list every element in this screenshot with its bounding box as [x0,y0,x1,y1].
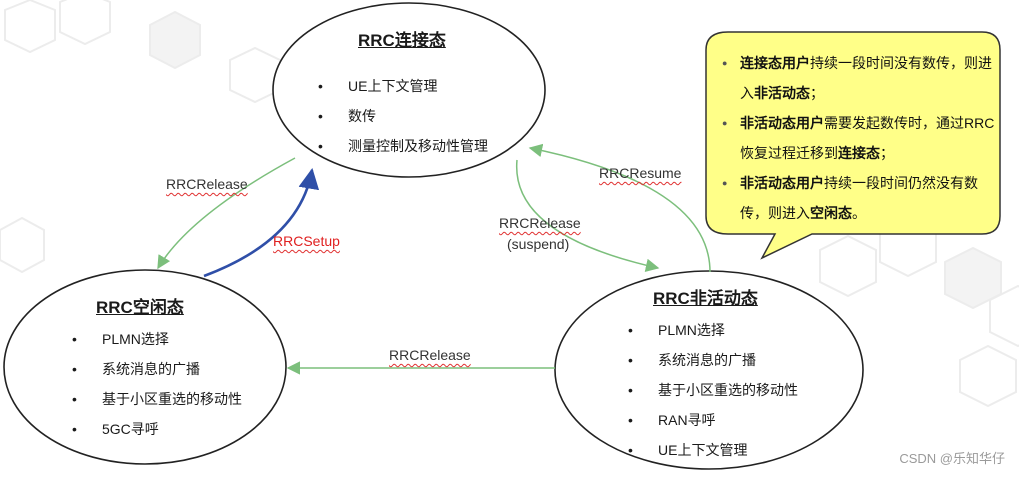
callout-bold-text: 非活动态 [754,85,810,101]
arrow-idle-to-connected [203,167,320,278]
label-connected-to-idle: RRCRelease [166,176,248,192]
label-inactive-to-connected: RRCResume [599,165,682,181]
watermark: CSDN @乐知华仔 [899,451,1005,466]
list-item: 5GC寻呼 [72,414,242,444]
callout-bold-text: 连接态 [838,145,880,161]
idle-state-title: RRC空闲态 [96,298,184,317]
arrow-connected-to-inactive [516,159,660,272]
list-item: 测量控制及移动性管理 [318,131,488,161]
label-idle-to-connected: RRCSetup [273,233,340,249]
callout-text: 持续一段时间没有数传，则进入 [740,55,992,101]
connected-state-title: RRC连接态 [358,31,446,50]
callout-text: 需要发起数传时，通过RRC恢复过程迁移到 [740,115,995,161]
callout-bold-text: 连接态用户 [740,55,810,71]
callout-item: 连接态用户持续一段时间没有数传，则进入非活动态； [722,48,997,108]
list-item: 基于小区重选的移动性 [72,384,242,414]
list-item: UE上下文管理 [318,71,488,101]
label-connected-to-inactive: RRCRelease [499,215,581,231]
callout-text: 持续一段时间仍然没有数传，则进入 [740,175,978,221]
list-item: UE上下文管理 [628,435,798,465]
idle-state-list: PLMN选择 系统消息的广播 基于小区重选的移动性 5GC寻呼 [72,324,242,444]
connected-state-list: UE上下文管理 数传 测量控制及移动性管理 [318,71,488,161]
list-item: RAN寻呼 [628,405,798,435]
label-inactive-to-idle: RRCRelease [389,347,471,363]
callout-text: ； [880,145,894,161]
callout-bold-text: 空闲态 [810,205,852,221]
callout-bold-text: 非活动态用户 [740,115,824,131]
arrow-connected-to-idle [157,157,296,270]
callout-item: 非活动态用户需要发起数传时，通过RRC恢复过程迁移到连接态； [722,108,997,168]
list-item: PLMN选择 [628,315,798,345]
list-item: 系统消息的广播 [72,354,242,384]
list-item: 系统消息的广播 [628,345,798,375]
callout-text-list: 连接态用户持续一段时间没有数传，则进入非活动态； 非活动态用户需要发起数传时，通… [722,48,997,228]
callout-text: ； [810,85,824,101]
callout-text: 。 [852,205,866,221]
callout-item: 非活动态用户持续一段时间仍然没有数传，则进入空闲态。 [722,168,997,228]
arrow-inactive-to-connected [528,143,711,273]
list-item: 基于小区重选的移动性 [628,375,798,405]
inactive-state-list: PLMN选择 系统消息的广播 基于小区重选的移动性 RAN寻呼 UE上下文管理 [628,315,798,465]
callout-bold-text: 非活动态用户 [740,175,824,191]
list-item: PLMN选择 [72,324,242,354]
label-suspend: (suspend) [507,236,570,252]
inactive-state-title: RRC非活动态 [653,289,758,308]
list-item: 数传 [318,101,488,131]
